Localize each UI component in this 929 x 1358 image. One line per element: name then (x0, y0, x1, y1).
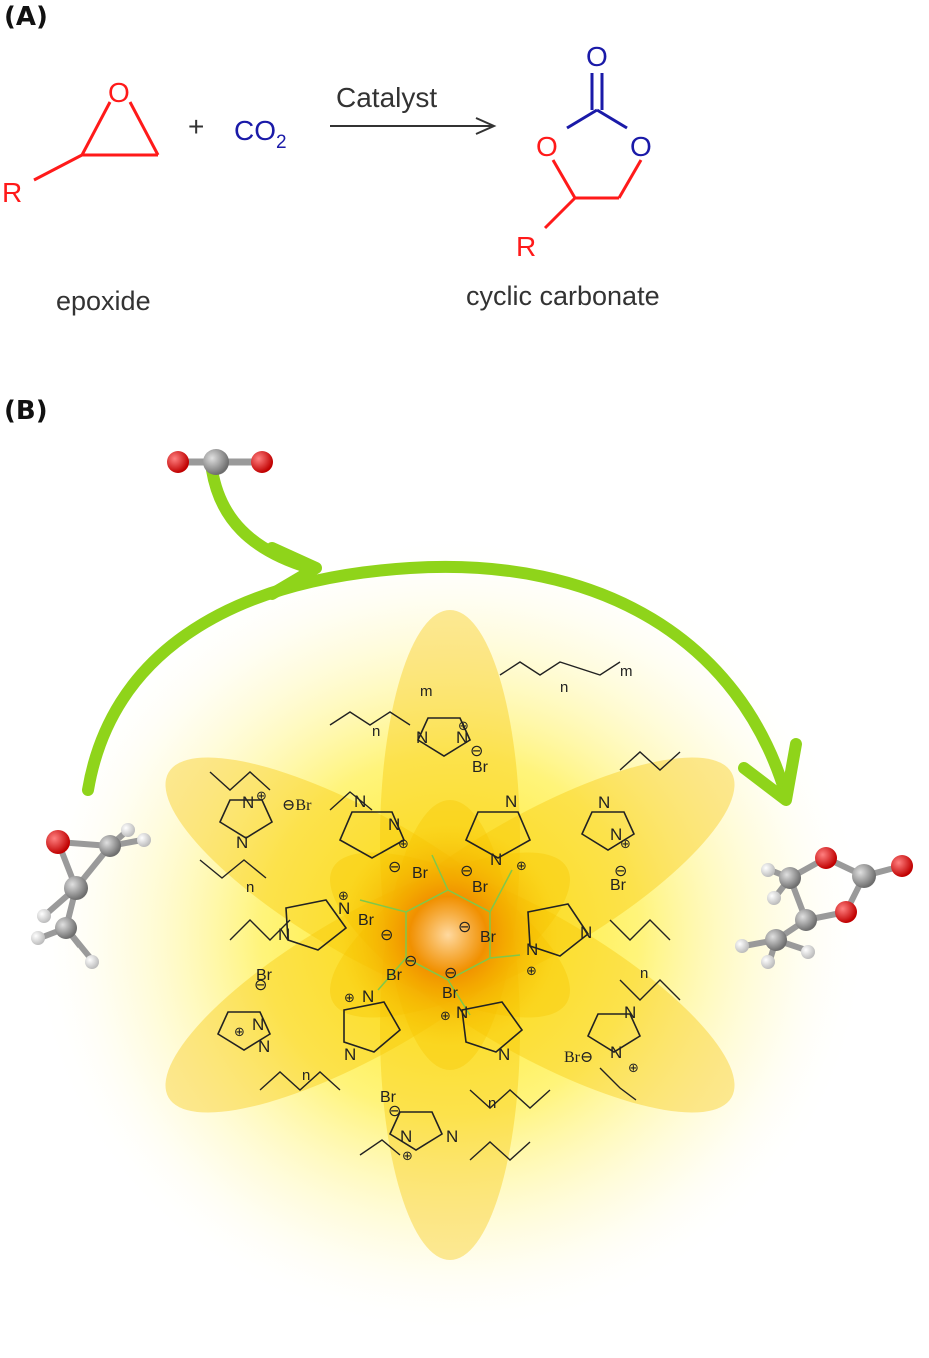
bromide-prefixed: ⊖Br (282, 797, 312, 814)
nitrogen-atom: N (598, 793, 610, 812)
bromide-label: Br (480, 929, 497, 946)
negative-charge: ⊖ (614, 863, 627, 880)
repeat-unit-n: n (488, 1095, 496, 1112)
negative-charge: ⊖ (388, 859, 401, 876)
negative-charge: ⊖ (444, 965, 457, 982)
repeat-unit-n: n (302, 1067, 310, 1084)
nitrogen-atom: N (354, 792, 366, 811)
plus-sign: + (188, 111, 204, 142)
negative-charge: ⊖ (470, 743, 483, 760)
repeat-unit-m: m (420, 683, 433, 700)
negative-charge: ⊖ (460, 863, 473, 880)
imidazolium-rings (216, 717, 642, 1151)
positive-charge: ⊕ (398, 836, 409, 851)
bromide-label: Br (610, 877, 627, 894)
catalyst-core (338, 825, 558, 1045)
ring-oxygen-right-atom: O (630, 131, 652, 162)
cyclic-carbonate-structure (543, 73, 643, 230)
carbonyl-oxygen-atom: O (586, 41, 608, 72)
catalyst-label: Catalyst (336, 82, 437, 113)
polymer-backbones (199, 661, 681, 1161)
positive-charge: ⊕ (628, 1060, 639, 1075)
positive-charge: ⊕ (620, 836, 631, 851)
positive-charge: ⊕ (458, 718, 469, 733)
bromide-label: Br (256, 967, 273, 984)
epoxide-oxygen-atom: O (108, 77, 130, 108)
cycle-arrow (82, 464, 802, 806)
panel-a-label: (A) (4, 2, 48, 32)
negative-charge: ⊖ (388, 1103, 401, 1120)
nitrogen-atom: N (624, 1003, 636, 1022)
nitrogen-atom: N (490, 850, 502, 869)
nitrogen-atom: N (456, 728, 468, 747)
nitrogen-atom: N (498, 1045, 510, 1064)
nitrogen-atom: N (362, 987, 374, 1006)
panel-b-catalyst-illustration: N N N N N N N N N N N N N N N N N N N N … (30, 449, 913, 1335)
positive-charge: ⊕ (402, 1148, 413, 1163)
nitrogen-atom: N (258, 1037, 270, 1056)
nitrogen-atom: N (338, 899, 350, 918)
positive-charge: ⊕ (440, 1008, 451, 1023)
bromide-label: Br (358, 912, 375, 929)
bromide-label: Br (380, 1089, 397, 1106)
nitrogen-atom: N (610, 825, 622, 844)
positive-charge: ⊕ (234, 1024, 245, 1039)
carbonate-r-group: R (516, 231, 536, 262)
panel-b-label: (B) (4, 396, 48, 426)
positive-charge: ⊕ (344, 990, 355, 1005)
epoxide-r-group: R (2, 177, 22, 208)
co2-molecule (167, 449, 273, 475)
nitrogen-atom: N (446, 1127, 458, 1146)
nitrogen-atom: N (388, 815, 400, 834)
bromide-label: Br (472, 759, 489, 776)
co2-formula: CO2 (234, 115, 287, 153)
reaction-arrow (330, 117, 497, 135)
negative-charge: ⊖ (254, 977, 267, 994)
nitrogen-atom: N (242, 793, 254, 812)
ring-oxygen-left-atom: O (536, 131, 558, 162)
bromide-label: Br (472, 879, 489, 896)
nitrogen-atom: N (526, 940, 538, 959)
negative-charge: ⊖ (404, 953, 417, 970)
bromide-suffixed: Br⊖ (564, 1049, 593, 1066)
nitrogen-atom: N (610, 1043, 622, 1062)
bromide-label: Br (412, 865, 429, 882)
negative-charge: ⊖ (458, 919, 471, 936)
bromide-label: Br (442, 985, 459, 1002)
epoxide-caption: epoxide (56, 286, 151, 316)
repeat-unit-n: n (372, 723, 380, 740)
nitrogen-atom: N (416, 728, 428, 747)
negative-charge: ⊖ (380, 927, 393, 944)
nitrogen-atom: N (456, 1003, 468, 1022)
nitrogen-atom: N (278, 925, 290, 944)
positive-charge: ⊕ (526, 963, 537, 978)
repeat-unit-n: n (246, 879, 254, 896)
nitrogen-atom: N (252, 1015, 264, 1034)
repeat-unit-n: n (560, 679, 568, 696)
nitrogen-atom: N (236, 833, 248, 852)
positive-charge: ⊕ (338, 888, 349, 903)
nitrogen-atom: N (580, 923, 592, 942)
cyclic-carbonate-molecule (735, 847, 913, 969)
repeat-unit-n: n (640, 965, 648, 982)
cyclic-carbonate-caption: cyclic carbonate (466, 281, 660, 311)
bromide-label: Br (386, 967, 403, 984)
nitrogen-atom: N (400, 1127, 412, 1146)
epoxide-structure (33, 101, 160, 182)
nitrogen-atom: N (344, 1045, 356, 1064)
positive-charge: ⊕ (256, 788, 267, 803)
panel-a-reaction-scheme: O R + CO2 Catalyst O O O R epoxide cycli… (2, 41, 660, 316)
nitrogen-atom: N (505, 792, 517, 811)
positive-charge: ⊕ (516, 858, 527, 873)
repeat-unit-m: m (620, 663, 633, 680)
epoxide-molecule (31, 823, 151, 969)
